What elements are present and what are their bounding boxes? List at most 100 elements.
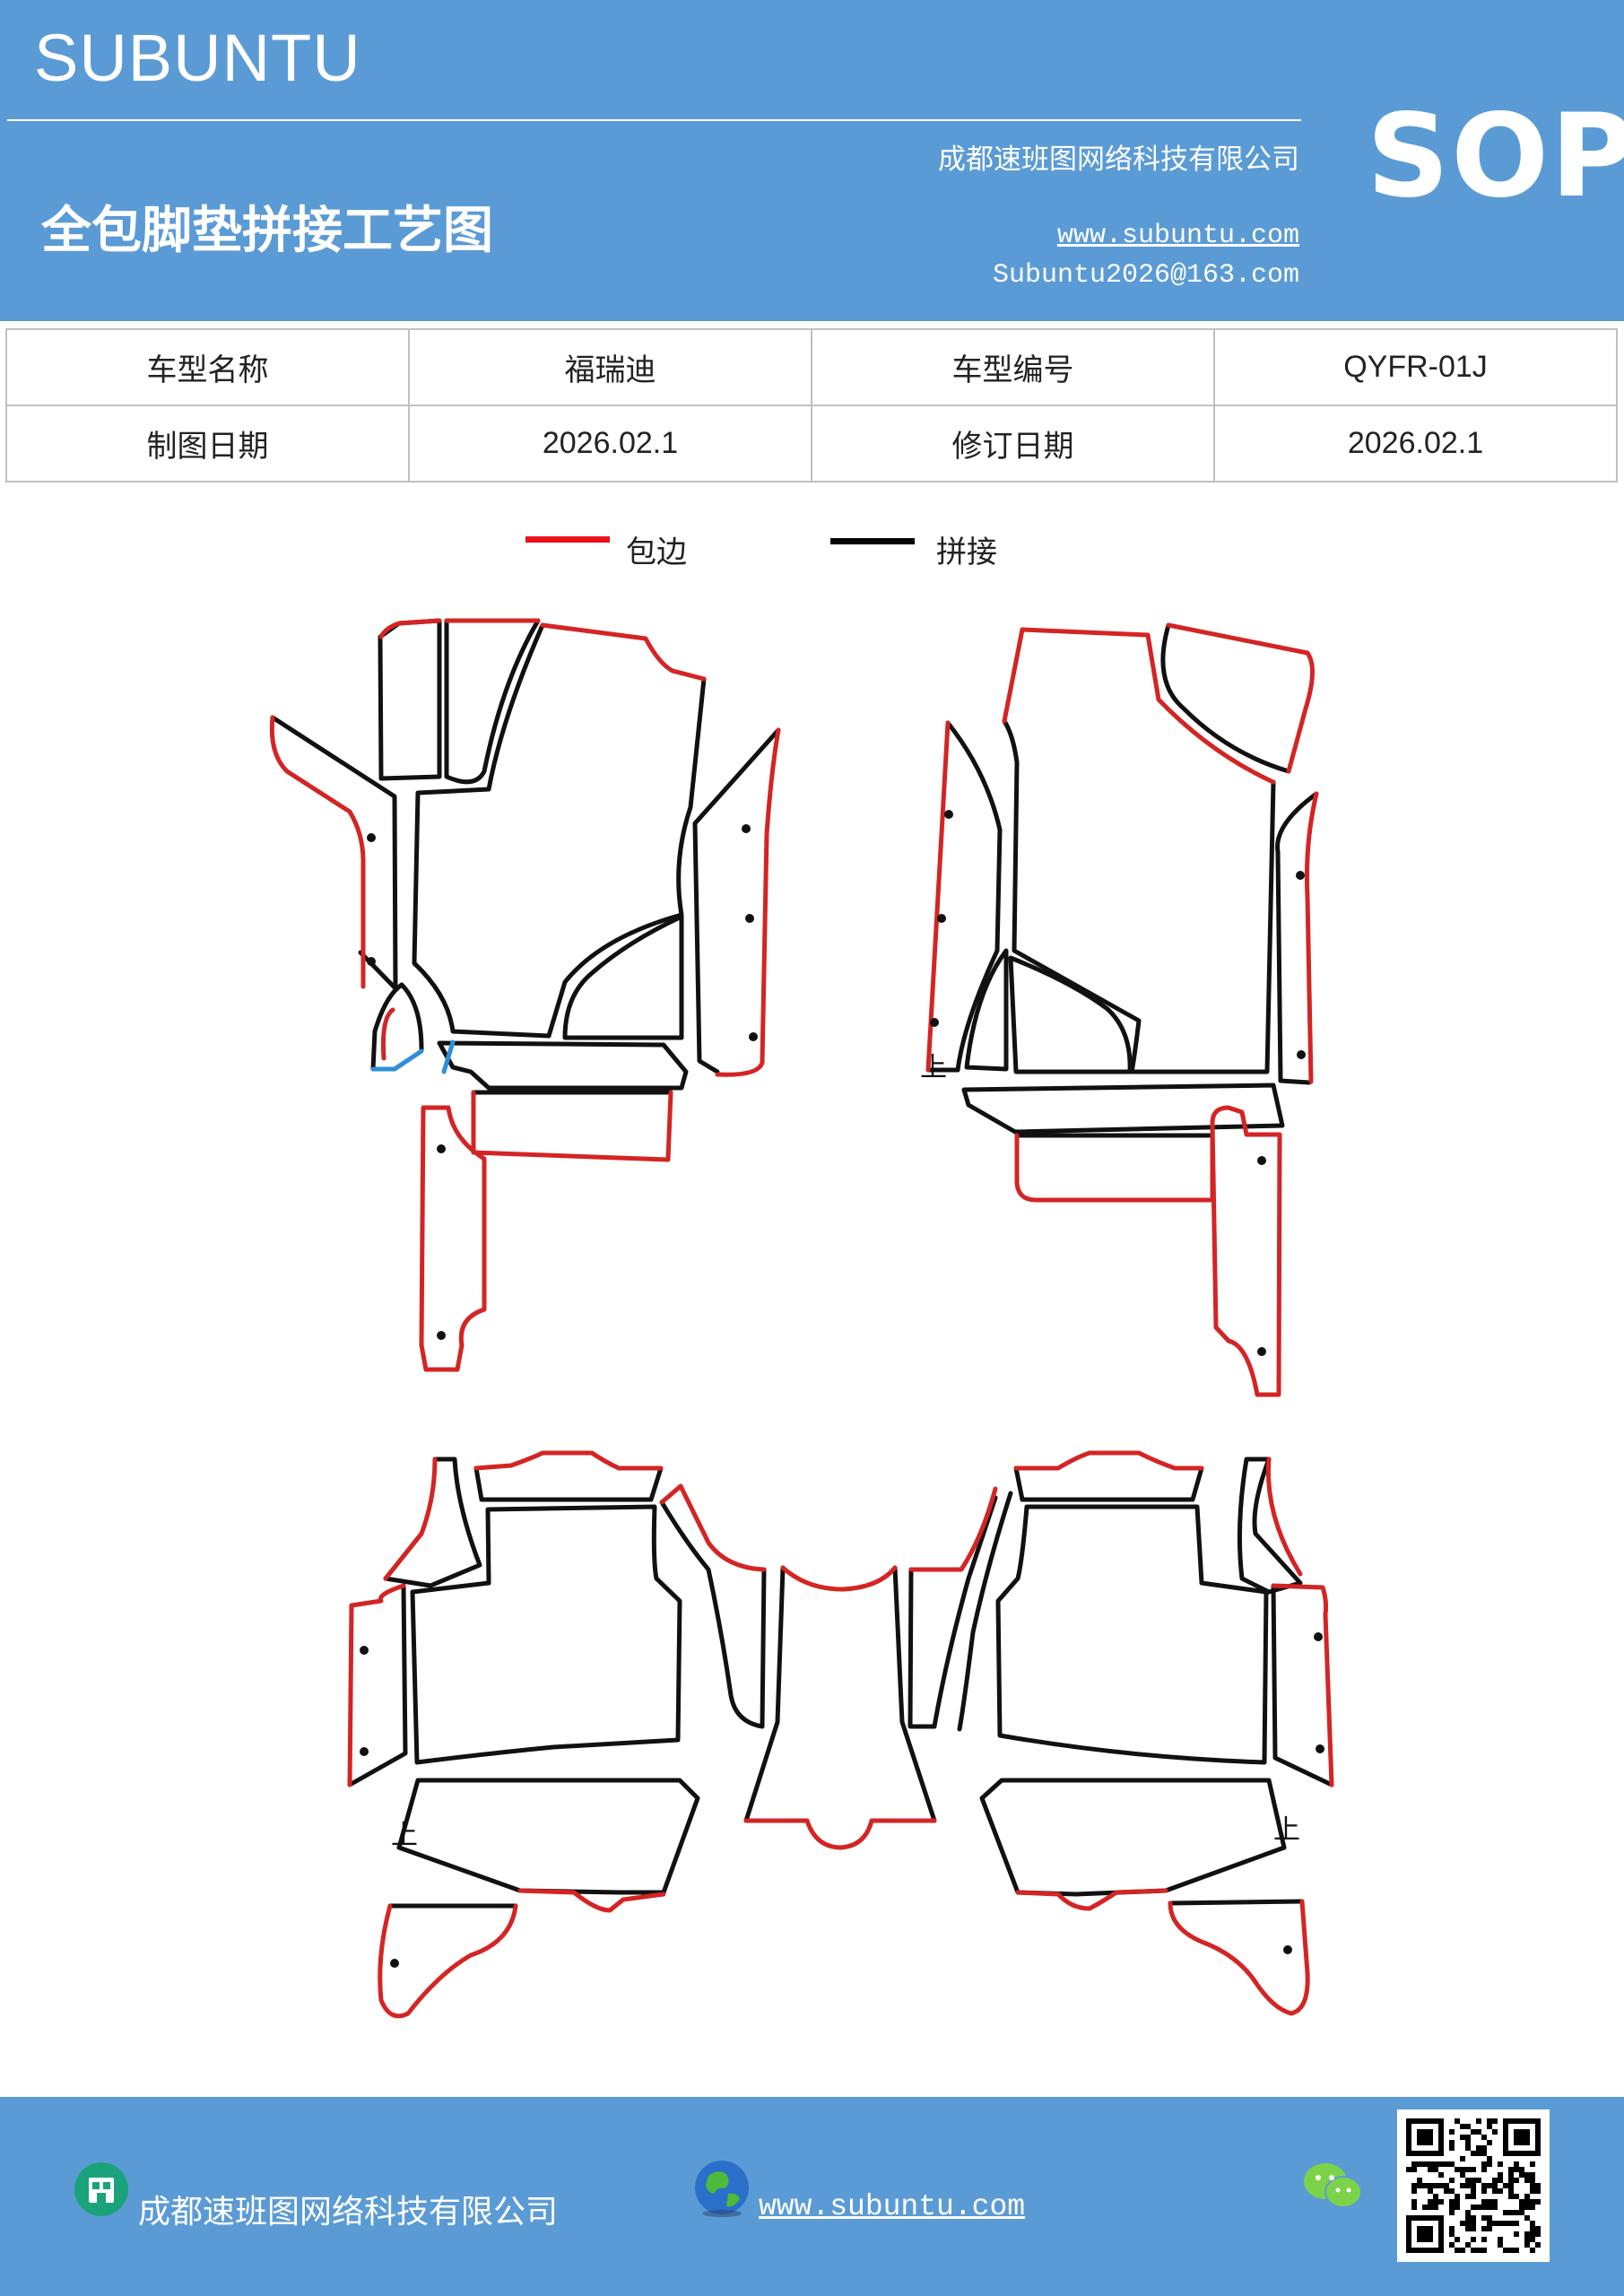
model-code-label: 车型编号: [811, 328, 1215, 406]
edge-segment: [1265, 1457, 1303, 1577]
edge-segment: [383, 1457, 438, 1581]
fastener-dot: [745, 914, 754, 923]
footer-company-name: 成都速班图网络科技有限公司: [138, 2194, 559, 2231]
fastener-dot: [1283, 1945, 1292, 1954]
mat-piece: [437, 1040, 689, 1091]
mat-piece: [892, 1565, 937, 1823]
edge-segment: [540, 622, 707, 682]
rear-center-mat-group: [743, 1486, 998, 1850]
edge-segment: [1210, 1105, 1282, 1397]
model-name-value: 福瑞迪: [408, 328, 812, 406]
mat-piece: [396, 1778, 700, 1895]
mat-piece: [925, 720, 1003, 1073]
edge-segment: [743, 1818, 937, 1850]
mat-piece: [1237, 1457, 1303, 1595]
up-mark: 上: [1273, 1814, 1300, 1846]
fastener-dot: [1296, 871, 1305, 880]
mat-piece: [383, 1457, 482, 1588]
vehicle-info-table: 车型名称 福瑞迪 车型编号 QYFR-01J 制图日期 2026.02.1 修订…: [5, 328, 1618, 483]
mat-piece: [1271, 1583, 1334, 1787]
building-icon: [74, 2162, 128, 2216]
fastener-dot: [937, 914, 946, 923]
up-mark: 上: [920, 1052, 947, 1083]
sop-badge: SOP: [1367, 90, 1624, 223]
fastener-dot: [742, 824, 751, 833]
edge-accent: [370, 1048, 424, 1072]
mat-piece: [562, 914, 684, 1040]
brand-logo-text: SUBUNTU: [34, 21, 361, 95]
edge-segment: [1166, 622, 1316, 774]
mat-piece: [1002, 718, 1276, 1074]
mat-piece: [1160, 622, 1291, 774]
edge-segment: [269, 715, 366, 989]
mat-piece: [743, 1565, 786, 1823]
company-name: 成都速班图网络科技有限公司: [938, 144, 1299, 176]
rear-left-mat-group: [347, 1450, 767, 2019]
edge-segment: [780, 1565, 898, 1592]
mat-piece: [347, 1583, 408, 1787]
qr-code-pattern: [1406, 2118, 1541, 2253]
mat-piece: [1013, 1465, 1204, 1502]
edge-segment: [1015, 1888, 1168, 1911]
fastener-dot: [367, 833, 376, 842]
fastener-dot: [930, 1018, 939, 1027]
website-link[interactable]: www.subuntu.com: [1056, 221, 1299, 251]
fastener-dot: [1314, 1632, 1323, 1641]
mat-piece: [473, 1465, 664, 1502]
edge-segment: [925, 720, 951, 1073]
edge-segment: [419, 1105, 487, 1372]
mat-piece: [270, 715, 398, 991]
legend-seam-label: 拼接: [936, 535, 997, 570]
edge-segment: [471, 1090, 673, 1162]
globe-icon: [695, 2161, 749, 2217]
edge-segment: [715, 727, 781, 1077]
legend-edge-label: 包边: [626, 535, 687, 570]
mat-piece: [964, 948, 1009, 1072]
mat-piece: [659, 1500, 767, 1729]
email-address: Subuntu2026@163.com: [992, 260, 1299, 291]
edge-segment: [659, 1483, 767, 1572]
edge-segment: [378, 618, 442, 639]
page-title: 全包脚垫拼接工艺图: [41, 201, 493, 260]
edge-segment: [517, 1888, 666, 1913]
edge-segment: [347, 1583, 406, 1787]
header-banner: SUBUNTU 成都速班图网络科技有限公司 全包脚垫拼接工艺图 www.subu…: [0, 0, 1624, 321]
rear-right-mat-group: [957, 1450, 1334, 2016]
model-name-label: 车型名称: [5, 328, 410, 406]
edge-segment: [1002, 627, 1276, 785]
fastener-dot: [1257, 1156, 1266, 1165]
mat-piece: [370, 982, 424, 1072]
edge-segment: [378, 1903, 518, 2019]
front-left-mat-group: [269, 618, 781, 1372]
fastener-dot: [437, 1331, 446, 1340]
header-divider: [7, 119, 1301, 121]
mat-piece: [412, 622, 707, 1039]
edge-segment: [381, 1007, 395, 1061]
front-right-mat-group: [925, 622, 1319, 1397]
fastener-dot: [1316, 1744, 1324, 1753]
edge-segment: [1014, 1133, 1215, 1203]
fastener-dot: [437, 1144, 446, 1153]
legend-edge-swatch: [525, 536, 610, 543]
mat-piece: [378, 618, 442, 781]
table-row: 车型名称 福瑞迪 车型编号 QYFR-01J: [5, 328, 1618, 406]
fastener-dot: [367, 957, 376, 966]
footer-website-link[interactable]: www.subuntu.com: [759, 2190, 1026, 2223]
fastener-dot: [749, 1032, 758, 1041]
mat-piece: [444, 618, 541, 785]
edge-segment: [473, 1450, 664, 1471]
floor-mat-diagram: 上 上 上: [269, 618, 1334, 2019]
revision-date-label: 修订日期: [811, 404, 1215, 483]
edge-accent: [441, 1039, 456, 1074]
fastener-dot: [1297, 1050, 1306, 1059]
drawing-date-label: 制图日期: [5, 404, 410, 483]
fastener-dot: [944, 810, 953, 819]
mat-piece: [979, 1778, 1287, 1897]
wechat-icon: [1304, 2163, 1362, 2208]
mat-piece: [410, 1504, 682, 1765]
table-row: 制图日期 2026.02.1 修订日期 2026.02.1: [5, 404, 1618, 483]
up-mark: 上: [391, 1820, 418, 1851]
mat-piece: [1275, 791, 1319, 1085]
mat-piece: [961, 1083, 1285, 1135]
edge-segment: [1304, 791, 1319, 1084]
